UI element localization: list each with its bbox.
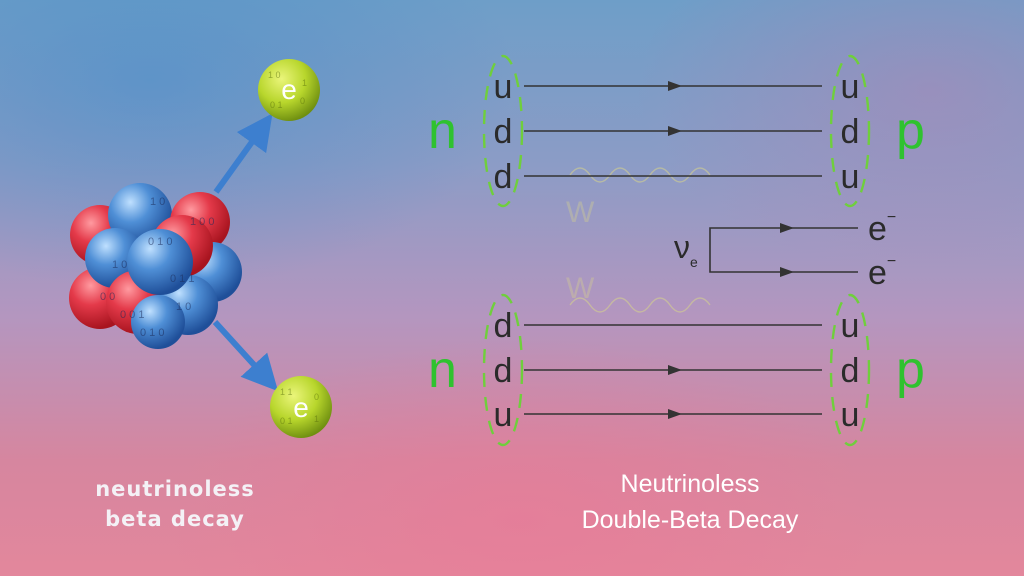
neutron-top-outline — [482, 54, 524, 208]
w-boson-bottom-label: W — [566, 272, 595, 305]
svg-text:0 0 1: 0 0 1 — [120, 309, 144, 321]
neutrino-symbol: ν — [674, 229, 690, 265]
svg-text:0: 0 — [314, 392, 319, 402]
svg-text:1 0: 1 0 — [112, 259, 127, 271]
svg-text:1: 1 — [314, 414, 319, 424]
top-out-quark: u — [841, 68, 860, 106]
arrow-up — [213, 113, 273, 194]
outgoing-electrons: e− e− — [868, 209, 896, 292]
bottom-in-quark: u — [494, 396, 513, 434]
electron-out-1-symbol: e — [868, 210, 887, 248]
lepton-arrows — [780, 223, 794, 277]
right-caption: Neutrinoless Double-Beta Decay — [520, 466, 860, 539]
electron-out-1-charge: − — [887, 209, 896, 226]
top-quark-arrows — [668, 81, 682, 136]
emission-arrows — [212, 113, 279, 392]
top-in-quark: d — [494, 113, 513, 151]
left-caption: neutrinoless beta decay — [60, 474, 290, 535]
top-out-quark: u — [841, 158, 860, 196]
neutrino-subscript: e — [690, 254, 698, 270]
proton-bottom-outline — [829, 293, 871, 447]
svg-text:0 1 0: 0 1 0 — [148, 236, 172, 248]
svg-text:1 0: 1 0 — [150, 196, 165, 208]
bottom-out-quark: u — [841, 307, 860, 345]
svg-text:0 1: 0 1 — [280, 416, 293, 426]
svg-text:1 0 0: 1 0 0 — [190, 216, 214, 228]
neutron-top-label: n — [428, 102, 457, 160]
electron-out-2-charge: − — [887, 253, 896, 270]
electron-top: 1 0 1 0 1 0 e — [258, 59, 320, 121]
electron-top-label: e — [281, 74, 297, 105]
electron-out-2-symbol: e — [868, 254, 887, 292]
electron-bottom-label: e — [293, 392, 309, 423]
right-caption-line2: Double-Beta Decay — [581, 506, 799, 535]
nucleon-labels: n p n p — [428, 102, 925, 399]
left-caption-line1: neutrinoless — [95, 477, 255, 501]
electron-bottom: 1 1 0 0 1 1 e — [270, 376, 332, 438]
quark-labels: u d d u d u d d u u d u — [494, 68, 860, 434]
arrow-down — [212, 319, 279, 392]
w-boson-lines — [569, 167, 711, 313]
lepton-lines — [709, 227, 858, 273]
neutron-bottom-label: n — [428, 341, 457, 399]
proton-top-label: p — [896, 102, 925, 160]
svg-text:0: 0 — [300, 96, 305, 106]
feynman-diagram: W W — [428, 54, 925, 447]
electron-out-1: e− — [868, 209, 896, 248]
neutron-bottom-outline — [482, 293, 524, 447]
svg-text:1 1: 1 1 — [280, 387, 293, 397]
top-in-quark: u — [494, 68, 513, 106]
svg-text:0 1 1: 0 1 1 — [170, 273, 194, 285]
nucleus: 1 0 1 0 0 0 1 0 1 0 0 1 1 0 0 0 0 1 1 0 … — [69, 183, 242, 349]
electron-out-2: e− — [868, 253, 896, 292]
svg-text:1 0: 1 0 — [268, 70, 281, 80]
bottom-quark-arrows — [668, 365, 682, 419]
svg-text:1 0: 1 0 — [176, 301, 191, 313]
svg-text:1: 1 — [302, 78, 307, 88]
svg-text:0 0: 0 0 — [100, 291, 115, 303]
bottom-in-quark: d — [494, 307, 513, 345]
top-in-quark: d — [494, 158, 513, 196]
bottom-out-quark: u — [841, 396, 860, 434]
nucleon-neutron — [127, 229, 193, 295]
bottom-out-quark: d — [841, 352, 860, 390]
top-out-quark: d — [841, 113, 860, 151]
neutrino-label: νe — [674, 229, 698, 270]
nucleon-neutron — [131, 295, 185, 349]
hadron-outlines — [482, 54, 871, 447]
left-caption-line2: beta decay — [105, 507, 245, 532]
bottom-in-quark: d — [494, 352, 513, 390]
proton-bottom-label: p — [896, 341, 925, 399]
binary-texture: 1 0 1 0 0 0 1 0 1 0 0 1 1 0 0 0 0 1 1 0 … — [100, 196, 214, 339]
w-boson-top-label: W — [566, 196, 595, 229]
svg-text:0 1: 0 1 — [270, 100, 283, 110]
right-caption-line1: Neutrinoless — [620, 470, 760, 498]
svg-text:0 1 0: 0 1 0 — [140, 327, 164, 339]
proton-top-outline — [829, 54, 871, 208]
